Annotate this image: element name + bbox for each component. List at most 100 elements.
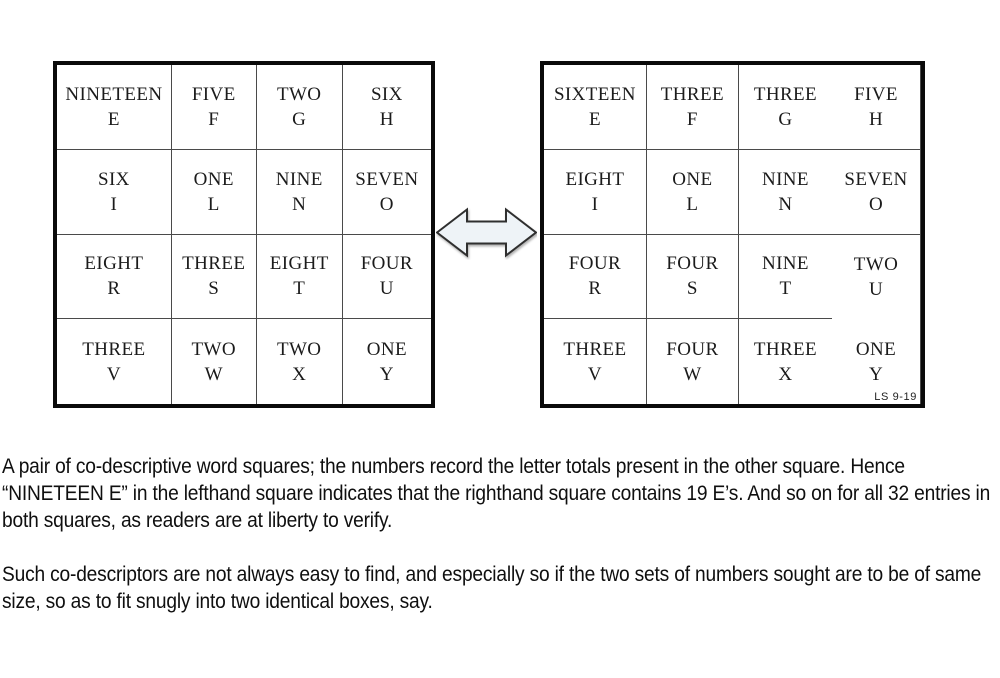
caption-paragraph-2: Such co-descriptors are not always easy …	[2, 563, 982, 613]
cell-word: ONE	[672, 168, 713, 190]
author-signature: LS 9-19	[874, 391, 917, 403]
word-cell: FIVE F	[171, 65, 257, 150]
cell-letter: O	[379, 193, 394, 215]
cell-letter: T	[779, 278, 792, 300]
cell-word: TWO	[853, 253, 899, 275]
cell-word: ONE	[366, 338, 407, 360]
cell-word: THREE	[563, 338, 627, 360]
cell-letter: L	[686, 193, 699, 215]
word-cell: THREE V	[544, 319, 647, 404]
cell-letter: Y	[379, 363, 394, 385]
cell-letter: W	[683, 363, 702, 385]
word-cell: TWO W	[172, 319, 257, 404]
cell-word: NINE	[275, 168, 323, 190]
cell-word: EIGHT	[84, 253, 144, 275]
cell-letter: N	[292, 193, 307, 215]
word-cell: NINE N	[256, 149, 343, 235]
cell-word: ONE	[855, 338, 897, 360]
word-cell: ONE Y	[343, 319, 431, 404]
word-cell: NINETEEN E	[57, 65, 172, 150]
cell-word: FOUR	[568, 253, 622, 275]
word-cell: FOUR R	[544, 234, 647, 320]
cell-word: THREE	[753, 338, 818, 360]
cell-word: THREE	[753, 83, 818, 105]
word-cell: THREE G	[738, 65, 832, 150]
word-cell: EIGHT R	[57, 234, 172, 320]
word-cell: ONE L	[646, 149, 739, 235]
cell-word: SEVEN	[355, 168, 419, 190]
cell-letter: I	[110, 193, 118, 215]
cell-letter: U	[379, 278, 394, 300]
cell-letter: Y	[868, 363, 884, 385]
word-square-left: NINETEEN E FIVE F TWO G SIX H SIX I ONE L NINE N SEVEN…	[53, 61, 435, 408]
word-cell: TWO X	[257, 319, 343, 404]
word-cell: EIGHT I	[544, 149, 647, 235]
cell-word: SEVEN	[844, 168, 908, 190]
cell-letter: G	[292, 108, 307, 130]
cell-word: NINE	[761, 168, 809, 190]
cell-letter: I	[591, 193, 599, 215]
cell-word: TWO	[191, 338, 236, 360]
word-cell: SIX I	[57, 149, 172, 235]
caption: A pair of co-descriptive word squares; t…	[2, 453, 1000, 615]
cell-word: FOUR	[360, 253, 413, 275]
word-cell: THREE X	[739, 319, 832, 404]
word-cell: FOUR W	[647, 319, 739, 404]
cell-word: SIXTEEN	[553, 83, 636, 105]
cell-word: FIVE	[854, 83, 898, 105]
cell-word: FOUR	[666, 253, 719, 275]
word-cell: SIX H	[342, 65, 431, 150]
cell-word: THREE	[660, 83, 724, 105]
cell-letter: N	[778, 193, 793, 215]
cell-word: TWO	[276, 338, 322, 360]
word-cell: NINE N	[738, 150, 832, 235]
word-cell: TWO U	[832, 234, 921, 320]
cell-word: THREE	[82, 338, 146, 360]
cell-letter: R	[107, 278, 121, 300]
double-arrow-shape	[436, 207, 537, 258]
cell-letter: O	[868, 193, 884, 215]
cell-letter: E	[107, 108, 120, 130]
word-cell: FOUR U	[342, 235, 431, 320]
word-cell: FOUR S	[646, 234, 739, 320]
cell-letter: S	[208, 278, 220, 300]
cell-word: NINE	[761, 253, 809, 275]
cell-word: EIGHT	[565, 168, 625, 190]
cell-word: SIX	[97, 168, 130, 190]
cell-letter: W	[204, 363, 223, 385]
word-cell: ONE Y	[832, 319, 921, 404]
cell-word: TWO	[276, 83, 322, 105]
cell-letter: S	[686, 278, 698, 300]
cell-letter: X	[778, 363, 793, 385]
word-cell: THREE S	[171, 234, 257, 320]
word-cell: SEVEN O	[832, 149, 921, 235]
cell-word: NINETEEN	[65, 83, 163, 105]
word-cell: SIXTEEN E	[544, 65, 647, 150]
word-cell: NINE T	[738, 235, 832, 320]
word-cell: ONE L	[171, 149, 257, 235]
cell-word: THREE	[182, 253, 246, 275]
cell-word: EIGHT	[269, 253, 329, 275]
cell-letter: H	[379, 108, 394, 130]
word-cell: TWO G	[256, 65, 343, 150]
word-cell: SEVEN O	[342, 150, 431, 235]
caption-paragraph-1: A pair of co-descriptive word squares; t…	[2, 455, 991, 532]
cell-word: FOUR	[666, 338, 719, 360]
cell-letter: H	[868, 108, 884, 130]
cell-letter: V	[587, 363, 603, 385]
word-cell: FIVE H	[832, 65, 921, 150]
cell-word: FIVE	[191, 83, 236, 105]
double-arrow-icon	[436, 206, 537, 260]
cell-letter: L	[207, 193, 220, 215]
cell-letter: R	[588, 278, 602, 300]
cell-letter: U	[868, 278, 884, 300]
cell-letter: F	[208, 108, 220, 130]
cell-word: ONE	[193, 168, 234, 190]
cell-letter: E	[588, 108, 601, 130]
cell-letter: G	[778, 108, 793, 130]
cell-letter: X	[292, 363, 307, 385]
cell-word: SIX	[370, 83, 403, 105]
